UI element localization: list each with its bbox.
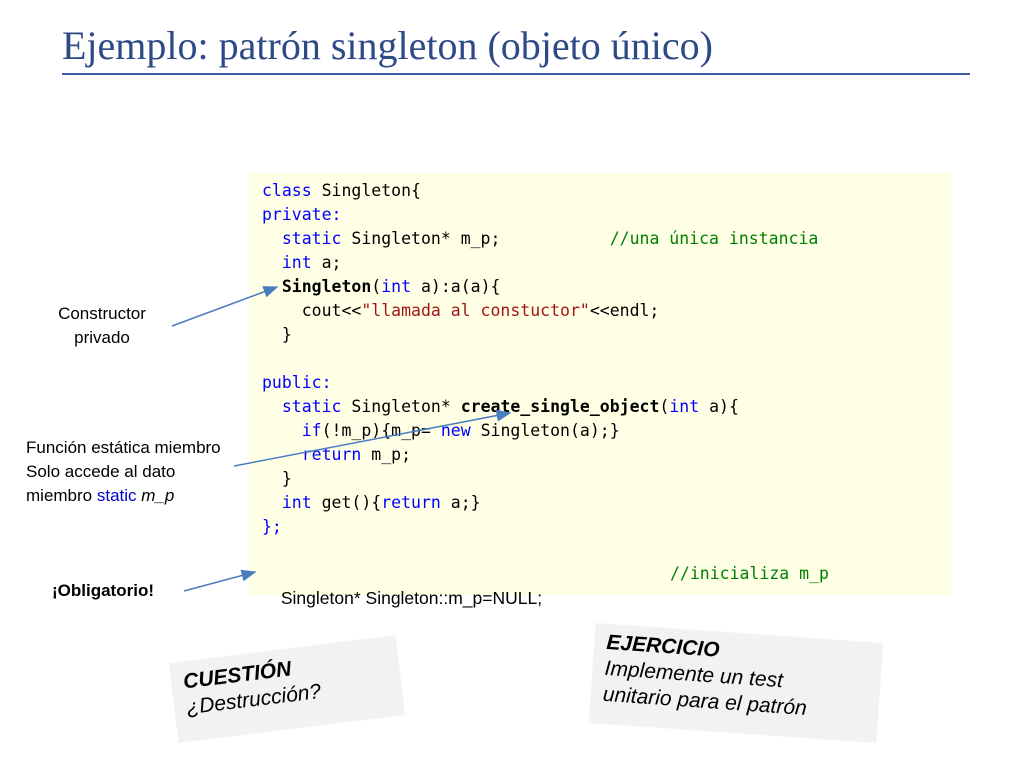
code-token: ( [371, 277, 382, 296]
arrow-static-function [233, 409, 512, 467]
code-line: int get(){return a;} [262, 491, 481, 515]
code-token: Singleton* [341, 397, 461, 416]
code-token: "llamada al constuctor" [361, 301, 590, 320]
init-line-comment: //inicializa m_p [670, 564, 829, 583]
code-token: Singleton [281, 277, 372, 296]
code-token: public: [262, 373, 332, 392]
code-token: get(){ [311, 493, 382, 512]
code-token: a;} [440, 493, 481, 512]
label-static-member: m_p [136, 486, 175, 505]
code-line: } [262, 467, 292, 491]
code-token: Singleton* m_p; [341, 229, 610, 248]
code-line: Singleton(int a):a(a){ [262, 275, 501, 299]
code-panel [249, 173, 952, 595]
code-token: } [262, 469, 292, 488]
code-line: cout<<"llamada al constuctor"<<endl; [262, 299, 660, 323]
label-constructor-privado: Constructor privado [40, 302, 164, 350]
code-token: Singleton{ [311, 181, 421, 200]
code-token: class [262, 181, 312, 200]
code-token: cout<< [262, 301, 362, 320]
code-token: static [281, 229, 342, 248]
code-line: } [262, 323, 292, 347]
code-token: ( [659, 397, 670, 416]
label-static-line1: Función estática miembro [26, 438, 221, 457]
code-line: private: [262, 203, 341, 227]
label-static-line2: Solo accede al dato [26, 462, 176, 481]
code-line: if(!m_p){m_p= new Singleton(a);} [262, 419, 620, 443]
code-token: static [281, 397, 342, 416]
title-underline [62, 73, 970, 75]
arrow-obligatorio [183, 569, 257, 592]
code-token: int [669, 397, 700, 416]
code-token: Singleton(a);} [470, 421, 620, 440]
init-line: Singleton* Singleton::m_p=NULL; [261, 562, 542, 608]
code-token: private: [262, 205, 342, 224]
code-token: //una única instancia [609, 229, 819, 248]
code-line: int a; [262, 251, 342, 275]
code-token: a){ [699, 397, 739, 416]
code-token: int [381, 277, 412, 296]
code-token: new [440, 421, 471, 440]
label-constructor-line2: privado [74, 328, 130, 347]
code-line: class Singleton{ [262, 179, 421, 203]
label-static-keyword: static [96, 486, 137, 505]
slide-title: Ejemplo: patrón singleton (objeto único) [62, 23, 713, 68]
label-funcion-estatica: Función estática miembro Solo accede al … [26, 436, 221, 508]
label-static-line3-a: miembro [26, 486, 97, 505]
code-token: if [301, 421, 322, 440]
code-token: m_p; [361, 445, 412, 464]
label-obligatorio: ¡Obligatorio! [52, 581, 154, 600]
label-constructor-line1: Constructor [58, 304, 146, 323]
code-token: (!m_p){m_p= [321, 421, 441, 440]
code-token: int [281, 253, 312, 272]
arrow-constructor [171, 286, 279, 327]
code-token: a; [311, 253, 342, 272]
label-static-line3: miembro static m_p [26, 484, 221, 508]
code-line: static Singleton* m_p; //una única insta… [262, 227, 818, 251]
code-line: }; [262, 515, 282, 539]
code-token: int [281, 493, 312, 512]
code-token: <<endl; [589, 301, 660, 320]
init-line-code: Singleton* Singleton::m_p=NULL; [280, 588, 543, 608]
code-token: }; [262, 517, 282, 536]
code-line: public: [262, 371, 332, 395]
code-token: return [381, 493, 441, 512]
code-token: } [262, 325, 292, 344]
code-token: a):a(a){ [411, 277, 501, 296]
